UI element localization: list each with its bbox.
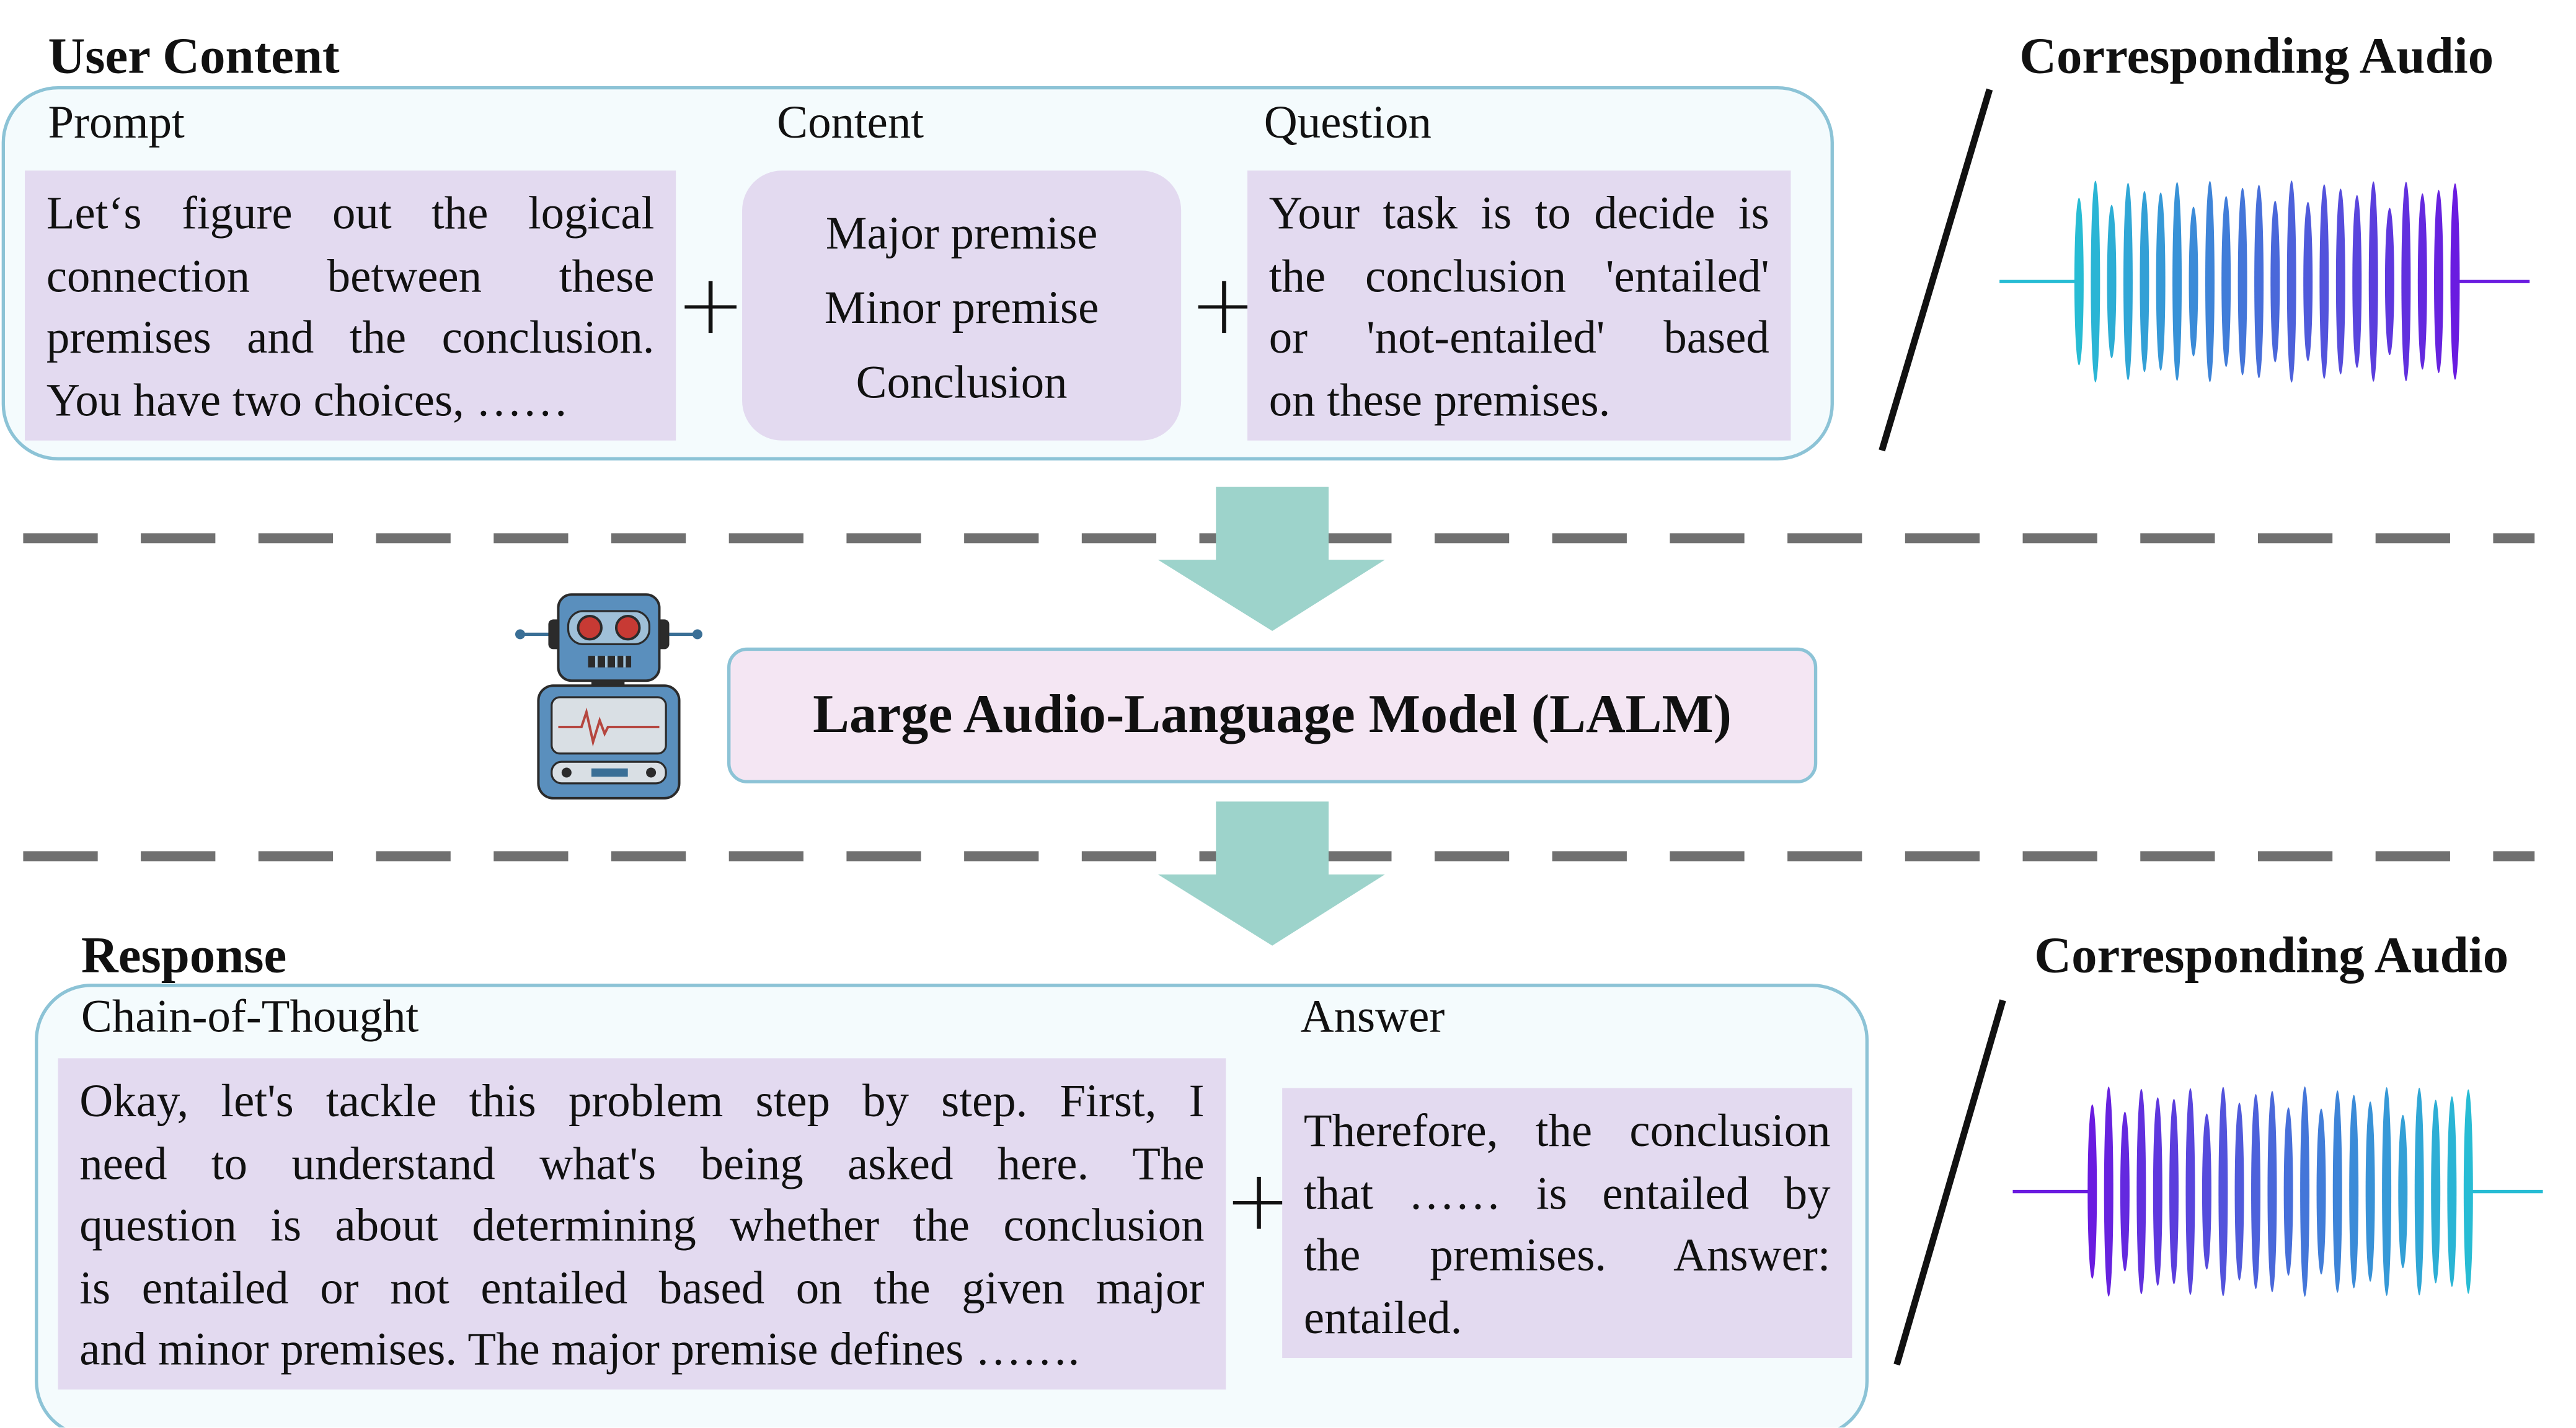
waveform-lobe [2218, 1086, 2228, 1297]
waveform-lobe [2283, 1107, 2293, 1276]
question-text-box: Your task is to decide is the conclusion… [1247, 170, 1791, 441]
content-label: Content [777, 97, 924, 149]
waveform-lobe [2434, 190, 2443, 374]
waveform-lobe [2316, 1108, 2326, 1275]
waveform-lobe [2332, 1090, 2342, 1293]
waveform-lobe [2202, 1113, 2211, 1270]
cot-text-box: Okay, let's tackle this problem step by … [58, 1058, 1226, 1390]
answer-text-box: Therefore, the conclusion that …… is ent… [1282, 1088, 1852, 1359]
waveform-lobe [2267, 1091, 2277, 1292]
waveform-lobe [2136, 1088, 2146, 1295]
content-text-box: Major premise Minor premise Conclusion [742, 170, 1182, 441]
waveform-lobe [2172, 182, 2182, 381]
waveform-lobe [2335, 188, 2345, 375]
dashed-divider [23, 851, 2535, 862]
waveform-lobe [2368, 181, 2378, 382]
waveform-lobe [2431, 1100, 2441, 1284]
robot-icon [515, 593, 702, 800]
waveform-lobe [2221, 196, 2231, 368]
waveform-lobe [2349, 1095, 2359, 1289]
lalm-box: Large Audio-Language Model (LALM) [727, 647, 1818, 783]
waveform-lobe [2087, 1104, 2097, 1279]
waveform-lobe [2205, 181, 2215, 382]
waveform-lobe [2104, 1086, 2113, 1297]
waveform-lobe [2107, 205, 2117, 358]
prompt-text-box: Let‘s figure out the logical connection … [25, 170, 676, 441]
waveform-lobe [2450, 183, 2460, 380]
waveform-lobe [2417, 193, 2427, 370]
waveform-lobe [2398, 1114, 2408, 1269]
waveform-lobe [2463, 1089, 2473, 1294]
waveform-lobe [2237, 188, 2247, 376]
slash-divider [1879, 88, 1993, 452]
audio-title-bottom: Corresponding Audio [2034, 925, 2509, 984]
plus-sign: + [1224, 1152, 1294, 1249]
waveform-lobe [2447, 1096, 2457, 1287]
waveform-lobe [2382, 1087, 2392, 1296]
waveform-lobe [2270, 200, 2280, 363]
waveform-icon [1999, 180, 2530, 383]
waveform-lobe [2169, 1098, 2179, 1285]
waveform-lobe [2303, 201, 2313, 361]
user-content-title: User Content [48, 26, 340, 85]
question-label: Question [1264, 97, 1432, 149]
waveform-lobe [2140, 191, 2149, 372]
slash-divider [1893, 999, 2006, 1366]
waveform-lobe [2156, 192, 2166, 371]
plus-sign: + [1189, 257, 1259, 353]
cot-label: Chain-of-Thought [81, 992, 419, 1044]
waveform-lobe [2123, 182, 2133, 381]
waveform-lobe [2384, 208, 2394, 356]
waveform-lobe [2401, 182, 2411, 382]
waveform-lobe [2254, 185, 2264, 379]
down-arrow [1157, 801, 1385, 946]
waveform-lobe [2074, 198, 2084, 366]
audio-title-top: Corresponding Audio [2019, 26, 2494, 85]
waveform-lobe [2234, 1103, 2244, 1281]
prompt-label: Prompt [48, 97, 185, 149]
waveform-lobe [2300, 1086, 2310, 1297]
down-arrow [1157, 487, 1385, 632]
plus-sign: + [676, 257, 746, 353]
waveform-lobe [2319, 184, 2329, 379]
waveform-lobe [2153, 1097, 2162, 1286]
waveform-lobe [2120, 1111, 2130, 1272]
answer-label: Answer [1300, 992, 1445, 1044]
waveform-icon [2012, 1086, 2543, 1297]
waveform-lobe [2352, 195, 2362, 368]
dashed-divider [23, 533, 2535, 544]
waveform-lobe [2189, 206, 2198, 357]
waveform-lobe [2185, 1088, 2195, 1295]
waveform-lobe [2251, 1094, 2260, 1289]
waveform-lobe [2286, 180, 2296, 383]
waveform-lobe [2365, 1101, 2375, 1282]
waveform-lobe [2414, 1087, 2424, 1296]
response-title: Response [81, 925, 287, 984]
waveform-lobe [2091, 180, 2100, 382]
